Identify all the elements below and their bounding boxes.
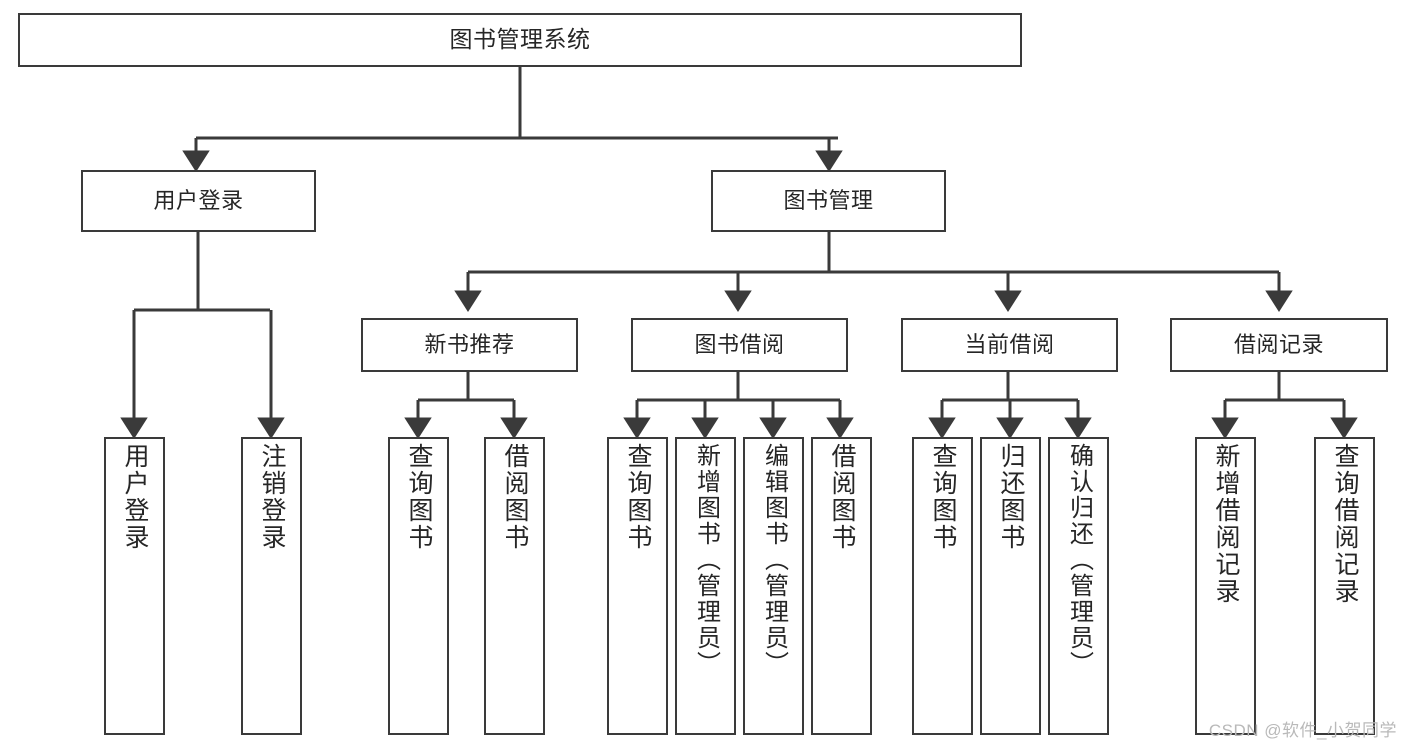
csdn-watermark: CSDN @软件_小贺同学 (1208, 721, 1397, 740)
leaf-borrow-query-book[interactable]: 查询图书 (607, 437, 668, 735)
leaf-user-login-signout[interactable]: 注销登录 (241, 437, 302, 735)
node-label: 查询借阅记录 (1331, 443, 1359, 605)
node-label: 新增图书（管理员） (692, 443, 720, 677)
leaf-newbook-query-book[interactable]: 查询图书 (388, 437, 449, 735)
node-label: 查询图书 (929, 443, 957, 551)
node-label: 查询图书 (624, 443, 652, 551)
leaf-borrow-edit-book-admin[interactable]: 编辑图书（管理员） (743, 437, 804, 735)
leaf-current-confirm-return-admin[interactable]: 确认归还（管理员） (1048, 437, 1109, 735)
node-label: 注销登录 (258, 443, 286, 551)
node-root-system[interactable]: 图书管理系统 (18, 13, 1022, 67)
leaf-current-query-book[interactable]: 查询图书 (912, 437, 973, 735)
node-book-borrow[interactable]: 图书借阅 (631, 318, 848, 372)
node-label: 编辑图书（管理员） (760, 443, 788, 677)
node-label: 确认归还（管理员） (1065, 443, 1093, 677)
node-label: 新增借阅记录 (1212, 443, 1240, 605)
node-borrow-record[interactable]: 借阅记录 (1170, 318, 1388, 372)
node-book-management[interactable]: 图书管理 (711, 170, 946, 232)
leaf-borrow-add-book-admin[interactable]: 新增图书（管理员） (675, 437, 736, 735)
node-label: 借阅记录 (1233, 331, 1324, 357)
node-label: 图书管理 (783, 187, 874, 213)
node-label: 用户登录 (121, 443, 149, 551)
node-label: 图书借阅 (694, 331, 785, 357)
node-current-borrow[interactable]: 当前借阅 (901, 318, 1118, 372)
leaf-borrow-borrow-book[interactable]: 借阅图书 (811, 437, 872, 735)
leaf-current-return-book[interactable]: 归还图书 (980, 437, 1041, 735)
node-label: 查询图书 (405, 443, 433, 551)
node-new-book-recommend[interactable]: 新书推荐 (361, 318, 578, 372)
node-label: 借阅图书 (501, 443, 529, 551)
node-user-login[interactable]: 用户登录 (81, 170, 316, 232)
node-label: 新书推荐 (424, 331, 515, 357)
node-label: 当前借阅 (964, 331, 1055, 357)
node-label: 用户登录 (153, 187, 244, 213)
leaf-user-login-signin[interactable]: 用户登录 (104, 437, 165, 735)
leaf-record-add-record[interactable]: 新增借阅记录 (1195, 437, 1256, 735)
leaf-record-query-record[interactable]: 查询借阅记录 (1314, 437, 1375, 735)
node-label: 归还图书 (997, 443, 1025, 551)
leaf-newbook-borrow-book[interactable]: 借阅图书 (484, 437, 545, 735)
node-label: 借阅图书 (828, 443, 856, 551)
node-label: 图书管理系统 (449, 26, 591, 53)
